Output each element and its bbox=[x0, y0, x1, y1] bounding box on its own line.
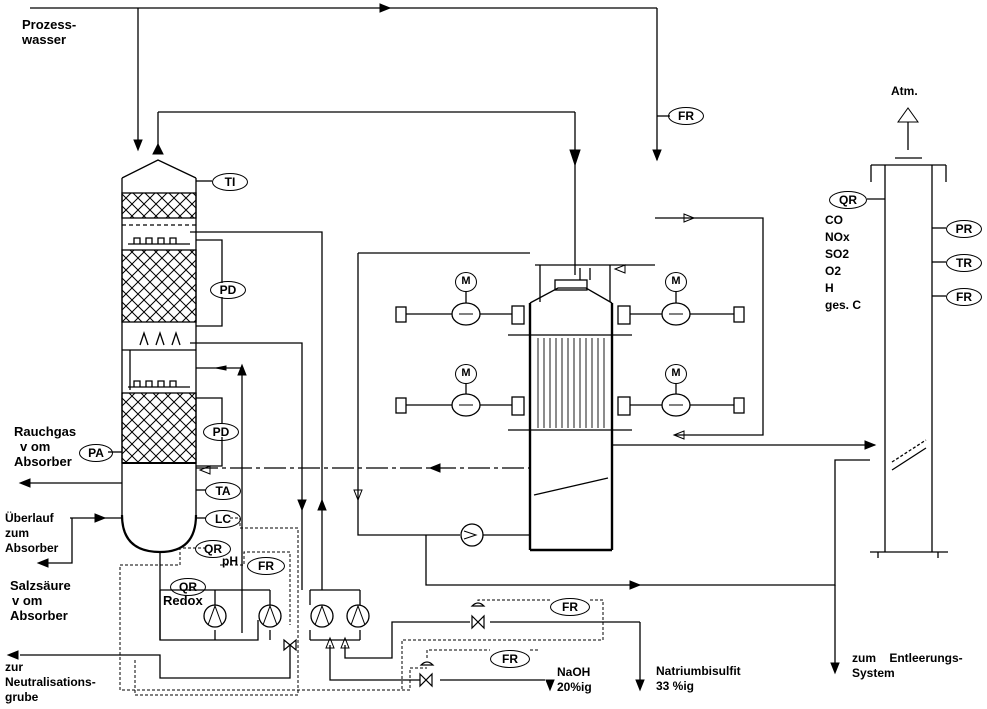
label-atm: Atm. bbox=[891, 84, 918, 98]
flow-recorder-fr-ph: FR bbox=[247, 557, 285, 575]
circulation-pump-4 bbox=[346, 604, 370, 628]
level-controller-lc: LC bbox=[205, 510, 241, 528]
label-line: Prozess- bbox=[22, 17, 77, 32]
wet-esp-vessel bbox=[508, 279, 632, 552]
label-overflow: Überlauf zum Absorber bbox=[5, 511, 58, 556]
label-process-water: Prozess- wasser bbox=[22, 17, 76, 47]
label-line: zur bbox=[5, 660, 23, 674]
quality-recorder-qr-ph: QR bbox=[195, 540, 231, 558]
label-line: SO2 bbox=[825, 247, 850, 261]
label-line: NaOH bbox=[557, 665, 591, 679]
flow-recorder-fr-top: FR bbox=[668, 107, 704, 125]
label-line: H bbox=[825, 281, 834, 295]
label-line: v om bbox=[12, 593, 43, 608]
scrubber-column bbox=[120, 159, 198, 554]
label-line: zum Entleerungs- bbox=[852, 651, 963, 665]
label-naoh: NaOH 20%ig bbox=[557, 665, 592, 695]
label-line: CO bbox=[825, 213, 843, 227]
motor-symbol-right-top: M bbox=[665, 272, 687, 292]
label-hydrochloric-acid: Salzsäure v om Absorber bbox=[10, 578, 71, 623]
flow-recorder-fr-bisulfite: FR bbox=[550, 598, 590, 616]
control-valve-naoh bbox=[419, 672, 433, 688]
label-line: Rauchgas bbox=[14, 424, 77, 439]
label-line: 20%ig bbox=[557, 680, 592, 694]
label-line: ges. C bbox=[825, 298, 862, 312]
flow-recorder-fr-naoh: FR bbox=[490, 650, 530, 668]
label-line: Überlauf bbox=[5, 511, 54, 525]
label-line: NOx bbox=[825, 230, 850, 244]
temperature-indicator-ti: TI bbox=[212, 173, 248, 191]
label-line: grube bbox=[5, 690, 39, 704]
label-ph: pH bbox=[222, 554, 238, 568]
flow-recorder-fr-stack: FR bbox=[946, 288, 982, 306]
label-line: v om bbox=[20, 439, 51, 454]
label-line: wasser bbox=[22, 32, 67, 47]
circulation-pump-1 bbox=[203, 604, 227, 628]
drive-unit-left-bottom bbox=[395, 384, 525, 417]
label-line: Absorber bbox=[14, 454, 72, 469]
label-line: Absorber bbox=[10, 608, 68, 623]
temperature-recorder-tr-stack: TR bbox=[946, 254, 982, 272]
label-gas-components: CO NOx SO2 O2 H ges. C bbox=[825, 212, 861, 314]
control-valve-ph bbox=[283, 638, 297, 652]
motor-symbol-right-bottom: M bbox=[665, 364, 687, 384]
motor-symbol-left-bottom: M bbox=[455, 364, 477, 384]
pressure-difference-pd-upper: PD bbox=[210, 281, 246, 299]
label-line: Absorber bbox=[5, 541, 59, 555]
circulation-pump-2 bbox=[258, 604, 282, 628]
label-drain-system: zum Entleerungs- System bbox=[852, 651, 963, 681]
exhaust-stack bbox=[870, 120, 948, 558]
label-line: O2 bbox=[825, 264, 842, 278]
label-bisulfite: Natriumbisulfit 33 %ig bbox=[656, 664, 741, 694]
pressure-difference-pd-lower: PD bbox=[203, 423, 239, 441]
label-line: System bbox=[852, 666, 895, 680]
label-line: 33 %ig bbox=[656, 679, 695, 693]
drive-unit-left-top bbox=[395, 292, 525, 326]
packing-lower bbox=[121, 392, 197, 464]
label-line: zum bbox=[5, 526, 29, 540]
label-neutralisation: zur Neutralisations- grube bbox=[5, 660, 96, 705]
circulation-pump-3 bbox=[310, 604, 334, 628]
label-line: Neutralisations- bbox=[5, 675, 96, 689]
demister-pack bbox=[121, 192, 197, 219]
label-flue-gas: Rauchgas v om Absorber bbox=[14, 424, 76, 469]
label-line: Natriumbisulfit bbox=[656, 664, 741, 678]
motor-symbol-left-top: M bbox=[455, 272, 477, 292]
control-valve-bisulfite bbox=[471, 614, 485, 630]
quality-recorder-qr-redox: QR bbox=[170, 578, 206, 596]
quality-recorder-qr-stack: QR bbox=[829, 191, 867, 209]
label-redox: Redox bbox=[163, 593, 203, 608]
pressure-alarm-pa: PA bbox=[79, 444, 113, 462]
label-line: Salzsäure bbox=[10, 578, 71, 593]
drive-unit-right-bottom bbox=[617, 384, 745, 417]
temperature-alarm-ta: TA bbox=[205, 482, 241, 500]
pressure-recorder-pr-stack: PR bbox=[946, 220, 982, 238]
drive-unit-right-top bbox=[617, 292, 745, 326]
packing-upper bbox=[121, 249, 197, 323]
